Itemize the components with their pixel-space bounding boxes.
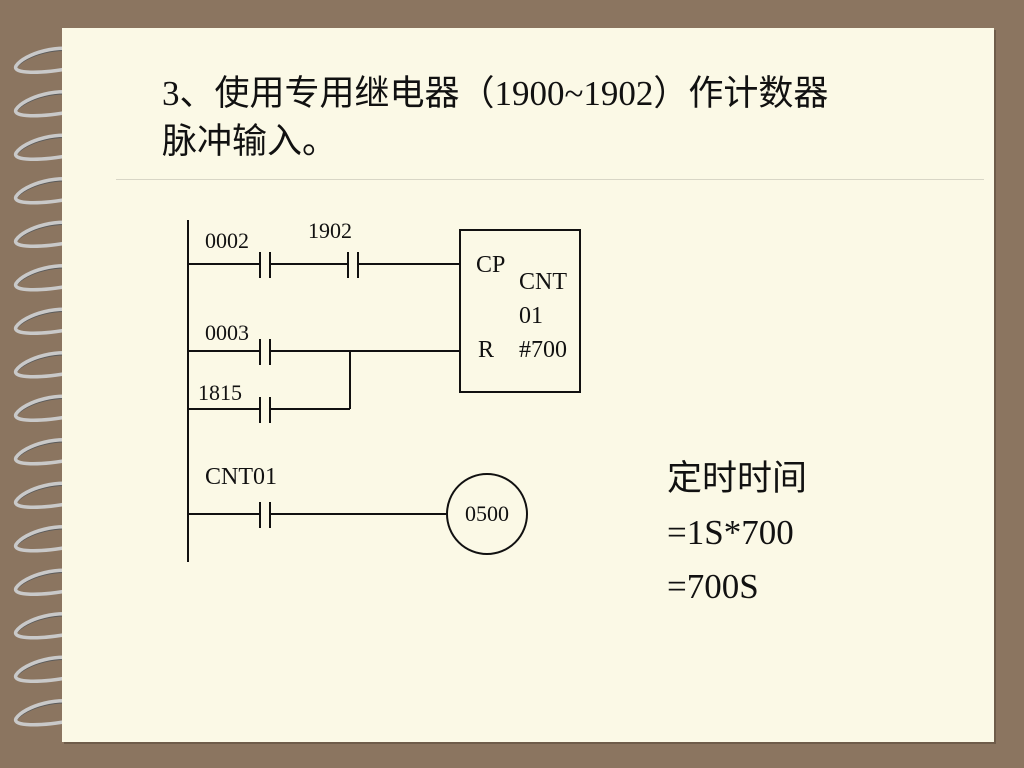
- counter-cp-label: CP: [476, 252, 505, 278]
- timing-note: 定时时间 =1S*700 =700S: [667, 452, 807, 614]
- counter-r-label: R: [478, 337, 494, 363]
- label-1902: 1902: [308, 218, 352, 243]
- counter-box: [459, 229, 581, 393]
- ladder-diagram: 0002 1902 0003 1815 CNT01 CP R CNT 01 #7…: [187, 218, 581, 562]
- label-cnt01-contact: CNT01: [205, 464, 277, 490]
- output-coil: [446, 473, 528, 555]
- counter-preset: #700: [519, 337, 567, 363]
- note-line3: =700S: [667, 567, 759, 606]
- label-1815: 1815: [198, 380, 242, 405]
- counter-name-line2: 01: [519, 303, 543, 329]
- slide-paper: 3、使用专用继电器（1900~1902）作计数器 脉冲输入。: [62, 28, 994, 742]
- label-0002: 0002: [205, 228, 249, 253]
- counter-name-line1: CNT: [519, 269, 567, 295]
- note-line1: 定时时间: [667, 459, 808, 498]
- note-line2: =1S*700: [667, 513, 794, 552]
- slide-title: 3、使用专用继电器（1900~1902）作计数器 脉冲输入。: [162, 74, 829, 161]
- title-divider: [116, 179, 984, 180]
- coil-label: 0500: [465, 501, 509, 526]
- label-0003: 0003: [205, 320, 249, 345]
